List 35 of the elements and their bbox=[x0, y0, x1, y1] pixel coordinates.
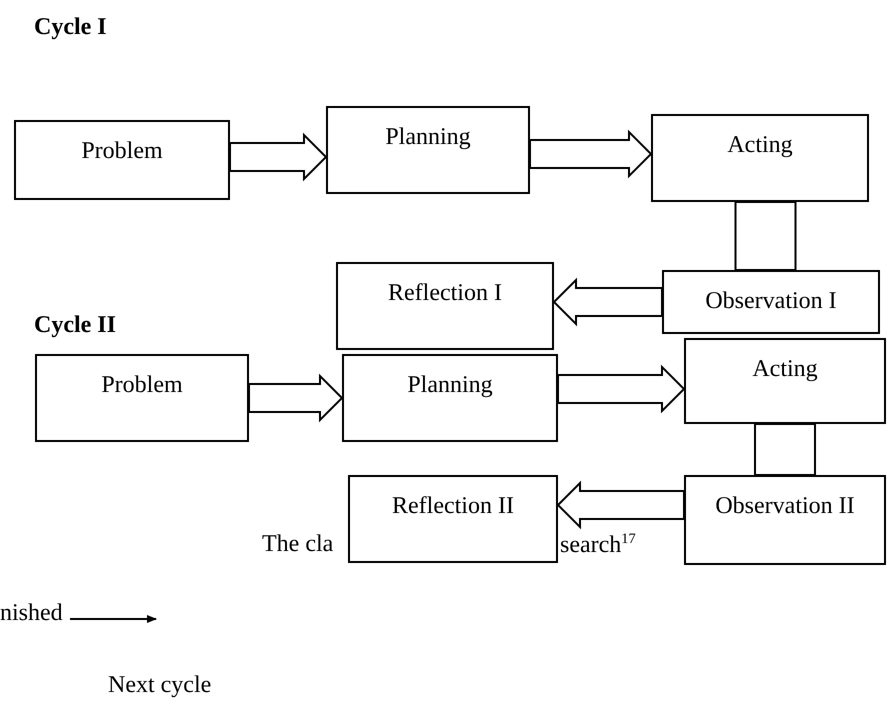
process-box bbox=[342, 354, 558, 442]
process-box bbox=[684, 475, 886, 565]
cycle-heading: Cycle II bbox=[34, 312, 116, 339]
caption-text: The cla bbox=[262, 531, 334, 558]
box-label: Reflection II bbox=[392, 493, 514, 520]
process-box bbox=[348, 475, 558, 563]
note-text: nished bbox=[0, 600, 63, 627]
box-label: Reflection I bbox=[388, 280, 502, 307]
box-label: Acting bbox=[727, 132, 793, 159]
box-label: Planning bbox=[407, 372, 493, 399]
process-box bbox=[326, 106, 530, 194]
block-arrow bbox=[229, 132, 328, 182]
block-arrow bbox=[557, 364, 686, 414]
box-label: Observation II bbox=[715, 493, 855, 520]
process-box bbox=[336, 262, 554, 350]
box-label: Problem bbox=[81, 138, 163, 165]
block-arrow bbox=[552, 278, 663, 326]
cycle-heading: Cycle I bbox=[34, 14, 107, 41]
box-label: Acting bbox=[752, 356, 818, 383]
box-label: Planning bbox=[385, 124, 471, 151]
box-label: Problem bbox=[101, 372, 183, 399]
caption-text: search$^{17}$ bbox=[560, 531, 636, 559]
process-box bbox=[662, 270, 880, 334]
caption-text: Next cycle bbox=[108, 672, 212, 699]
process-box bbox=[651, 114, 869, 202]
block-arrow bbox=[248, 374, 344, 422]
process-box bbox=[14, 120, 230, 200]
process-box bbox=[684, 338, 886, 424]
connector-bar bbox=[734, 201, 796, 271]
arrow bbox=[70, 615, 157, 623]
box-label: Observation I bbox=[705, 288, 837, 315]
block-arrow bbox=[529, 130, 652, 178]
connector-bar bbox=[754, 423, 816, 476]
block-arrow bbox=[556, 480, 685, 530]
process-box bbox=[35, 354, 249, 442]
